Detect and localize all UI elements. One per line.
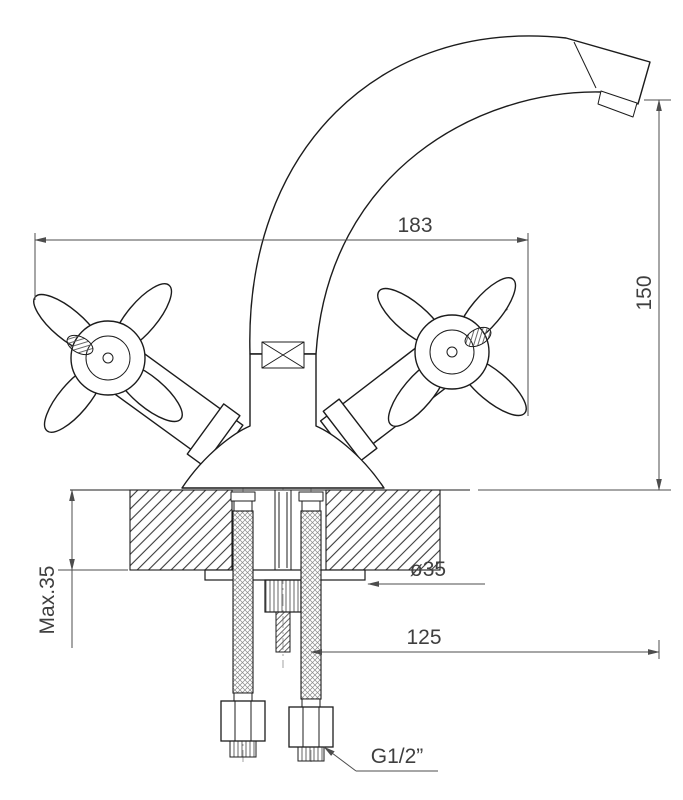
left-handle-knurled-screw	[66, 334, 94, 356]
left-handle-center	[102, 352, 114, 364]
mounting-nut	[264, 579, 302, 613]
threaded-shank	[274, 489, 292, 571]
right-valve-collar	[322, 398, 378, 462]
mounting-stud-thread	[275, 611, 291, 653]
dimension-label-hole: ø35	[410, 558, 446, 581]
hose-threaded-nipple	[297, 746, 325, 762]
dimension-125: 125	[310, 626, 660, 659]
dimension-label-125: 125	[406, 626, 441, 649]
left-cross-handle	[33, 283, 183, 433]
hose-top-collar	[301, 500, 321, 512]
hose-nut-facets	[302, 707, 320, 747]
hose-top-fitting	[298, 491, 324, 502]
faucet-assembly	[33, 35, 651, 489]
faucet-spout	[249, 35, 651, 355]
threaded-shank-lines	[278, 492, 288, 568]
leader-line	[323, 746, 357, 772]
dimension-max-thickness: Max.35	[36, 489, 128, 648]
hose-braided-body	[232, 510, 254, 694]
dimension-label-183: 183	[397, 214, 432, 237]
dimension-150: 150	[478, 99, 671, 491]
spout-aerator	[597, 90, 638, 118]
dimension-hole-diameter: ø35	[367, 558, 485, 587]
hose-top-collar	[233, 500, 253, 512]
hose-threaded-nipple	[229, 740, 257, 758]
supply-hose-left	[220, 491, 266, 758]
hose-ferrule	[233, 692, 253, 702]
hose-nut-facets	[234, 701, 252, 741]
hose-ferrule	[301, 698, 321, 708]
hose-hex-nut	[288, 706, 334, 748]
deck-hatched-block-left	[129, 489, 233, 571]
dimension-label-thread: G1/2”	[371, 745, 424, 768]
dimension-thread: G1/2”	[323, 745, 438, 772]
right-cross-handle	[377, 277, 527, 427]
body-junction-box	[261, 341, 305, 369]
hose-top-fitting	[230, 491, 256, 502]
right-handle-knurled-screw	[464, 326, 492, 348]
right-handle-center	[446, 346, 458, 358]
deck-hatched-block-right	[325, 489, 441, 571]
mounting-flange-plate	[204, 569, 366, 581]
left-valve-collar	[186, 403, 241, 467]
faucet-base	[181, 353, 385, 489]
dimension-label-max35: Max.35	[36, 566, 59, 635]
spout-tip-joint-line	[573, 41, 597, 89]
junction-box-cross	[261, 341, 305, 369]
hose-braided-body	[300, 510, 322, 700]
mounting-hardware	[204, 489, 366, 653]
dimension-183: 183	[34, 214, 529, 416]
countertop-section	[70, 489, 470, 571]
dimension-label-150: 150	[633, 275, 656, 310]
hose-hex-nut	[220, 700, 266, 742]
